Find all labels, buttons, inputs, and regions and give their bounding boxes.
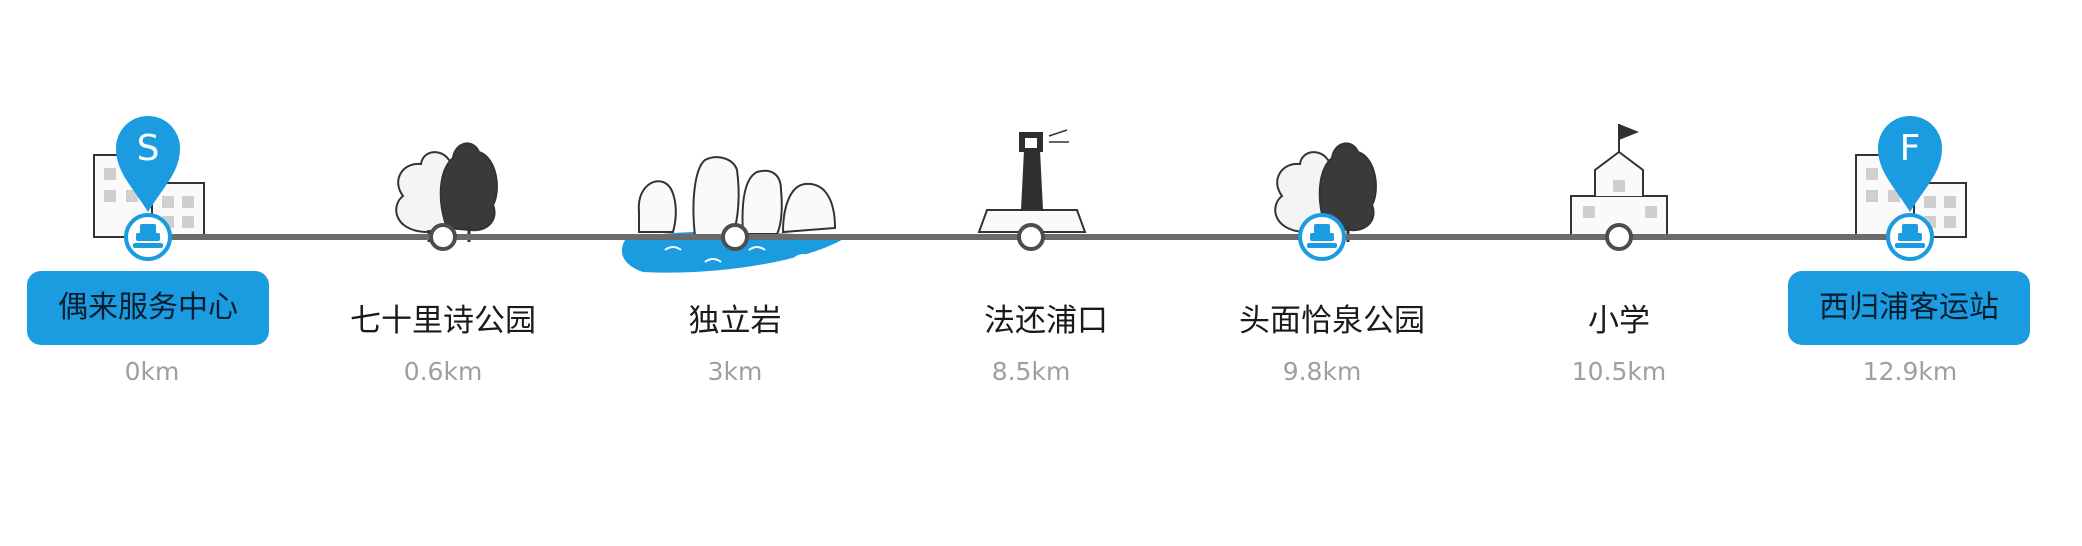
stop-distance-label: 0km bbox=[124, 357, 180, 386]
stop-distance-label: 8.5km bbox=[991, 357, 1071, 386]
stop-name-label: 七十里诗公园 bbox=[350, 303, 536, 339]
rocks-in-water-illustration bbox=[621, 156, 845, 273]
location-pin-icon: F bbox=[1878, 116, 1942, 212]
school-illustration bbox=[1570, 124, 1668, 237]
stop-distance-label: 12.9km bbox=[1862, 357, 1958, 386]
stop-distance-label: 9.8km bbox=[1282, 357, 1362, 386]
finish-marker-letter: F bbox=[1900, 128, 1921, 169]
stop-name-label: 独立岩 bbox=[688, 303, 782, 339]
waypoint-circle-icon bbox=[1605, 223, 1633, 251]
stop-name-label: 法还浦口 bbox=[984, 303, 1108, 339]
waypoint-circle-icon bbox=[721, 223, 749, 251]
service-center-icon bbox=[124, 213, 172, 261]
stop-name-label-finish: 西归浦客运站 bbox=[1788, 271, 2030, 345]
trees-illustration bbox=[395, 142, 498, 242]
stop-name-label: 小学 bbox=[1588, 303, 1650, 339]
stop-distance-label: 3km bbox=[707, 357, 763, 386]
stop-distance-label: 0.6km bbox=[403, 357, 483, 386]
waypoint-circle-icon bbox=[1017, 223, 1045, 251]
service-center-icon bbox=[1886, 213, 1934, 261]
service-center-icon bbox=[1298, 213, 1346, 261]
waypoint-circle-icon bbox=[429, 223, 457, 251]
stop-name-label: 头面恰泉公园 bbox=[1239, 303, 1425, 339]
stop-name-label-start: 偶来服务中心 bbox=[27, 271, 269, 345]
location-pin-icon: S bbox=[116, 116, 180, 212]
lighthouse-illustration bbox=[977, 129, 1087, 233]
stop-distance-label: 10.5km bbox=[1571, 357, 1667, 386]
start-marker-letter: S bbox=[137, 128, 160, 169]
